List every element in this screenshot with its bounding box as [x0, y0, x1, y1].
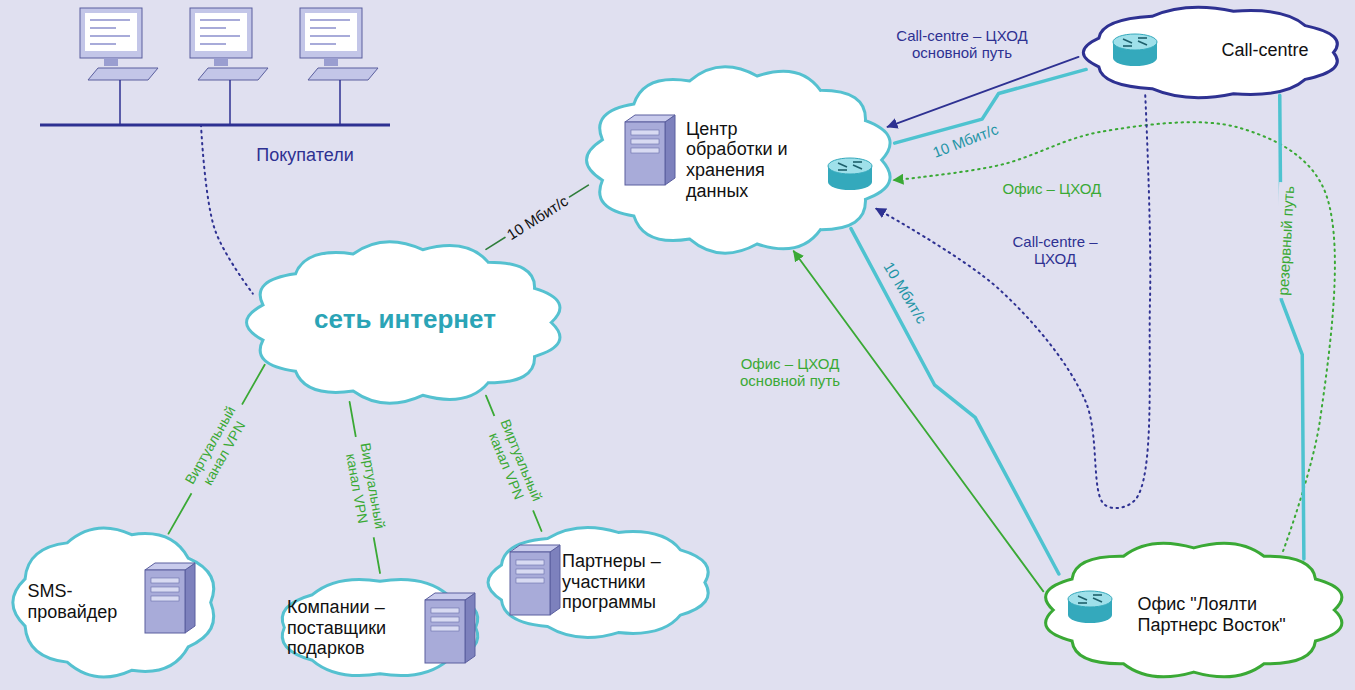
callcentre-cloud: Call-centre [1075, 0, 1350, 105]
vpn-channel [169, 365, 265, 534]
node-label: SMS- провайдер [28, 581, 123, 622]
cloud-outline [282, 579, 478, 675]
icon-group [510, 545, 560, 615]
datacenter-cloud: Центр обработки и хранения данных [580, 60, 900, 260]
icon-group [40, 8, 390, 125]
node-outline [1075, 0, 1350, 105]
main-path-arrow [794, 251, 1044, 591]
backup-route-arrow [894, 122, 1335, 551]
node-label: сеть интернет [314, 305, 496, 335]
sms-provider-cloud: SMS- провайдер [5, 520, 225, 685]
icon-group [1113, 34, 1157, 66]
cloud-outline [13, 528, 214, 677]
computer-icon [80, 8, 158, 125]
edge-label: 10 Мбит/с [877, 255, 932, 329]
customers-lan: Покупатели [30, 0, 410, 175]
cloud-outline [1083, 7, 1337, 98]
router-icon [1113, 34, 1157, 66]
router-icon [1068, 591, 1112, 623]
edge-label: Виртуальный канал VPN [479, 410, 549, 517]
office-cloud: Офис "Лоялти Партнерс Восток" [1035, 535, 1353, 685]
edge-label: Call-centre – ЦХОД [996, 232, 1114, 269]
backup-route-arrow [876, 95, 1150, 508]
customers-link [201, 125, 253, 294]
cloud-outline [488, 528, 708, 638]
icon-group [145, 563, 195, 633]
edge-label: 10 Мбит/с [927, 118, 1004, 163]
edge-label: резервный путь [1273, 182, 1298, 298]
cloud-outline [1046, 543, 1342, 677]
node-label: Call-centre [1221, 40, 1308, 61]
link-10mbit [851, 229, 1059, 574]
computer-icon [190, 8, 268, 125]
cloud-outline [587, 67, 891, 253]
server-icon [425, 593, 475, 663]
cloud-outline [247, 242, 560, 404]
node-label: Партнеры – участники программы [562, 551, 678, 613]
icon-group [425, 593, 475, 663]
computer-icon [300, 8, 378, 125]
server-icon [625, 115, 675, 185]
edge-label: Call-centre – ЦХОД основной путь [879, 26, 1045, 63]
edge-label: 10 Мбит/с [500, 189, 574, 245]
edge-label: Виртуальный канал VPN [176, 397, 256, 503]
backup-link [1280, 95, 1304, 559]
server-icon [510, 545, 560, 615]
node-label: Центр обработки и хранения данных [686, 119, 804, 202]
bus-icon [40, 125, 390, 126]
node-label: Компании – поставщики подарков [287, 597, 409, 659]
partners-cloud: Партнеры – участники программы [480, 520, 720, 645]
node-label: Покупатели [256, 145, 353, 166]
node-label: Офис "Лоялти Партнерс Восток" [1138, 594, 1323, 635]
internet-cloud: сеть интернет [240, 235, 570, 410]
gift-suppliers-cloud: Компании – поставщики подарков [270, 570, 490, 685]
icon-group [1068, 591, 1112, 623]
internet-uplink [486, 185, 588, 249]
server-icon [145, 563, 195, 633]
router-icon [828, 158, 872, 190]
edge-label: Виртуальный канал VPN [339, 434, 391, 540]
edge-label: Офис – ЦХОД основной путь [727, 354, 853, 391]
edge-label: Офис – ЦХОД [1000, 179, 1105, 198]
